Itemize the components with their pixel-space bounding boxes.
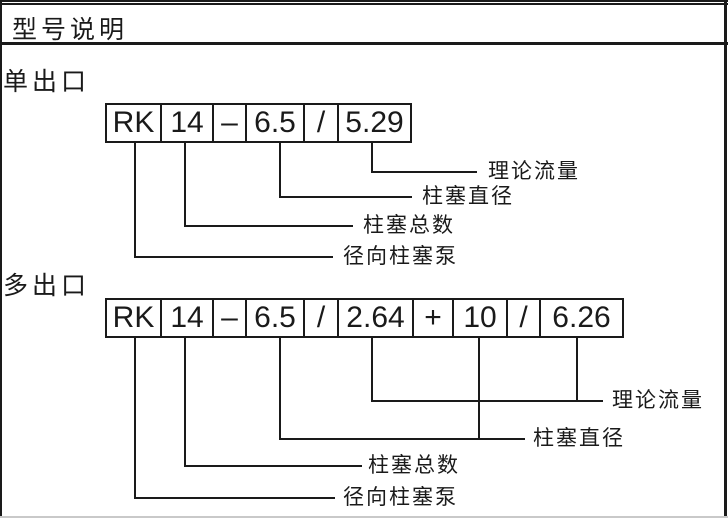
- right-border-line: [724, 0, 727, 517]
- model-code-row-single: RK 14 – 6.5 / 5.29: [105, 103, 412, 143]
- label-theoretical-flow: 理论流量: [488, 160, 580, 183]
- leader-line: [279, 438, 525, 440]
- code-cell-count: 14: [160, 103, 214, 143]
- leader-line: [478, 336, 480, 440]
- code-cell-slash: /: [506, 298, 541, 338]
- label-theoretical-flow: 理论流量: [612, 389, 704, 412]
- left-border-line: [0, 0, 2, 517]
- leader-line: [279, 336, 281, 440]
- leader-line: [184, 465, 362, 467]
- page-title: 型号说明: [12, 16, 129, 44]
- leader-line: [184, 336, 186, 467]
- code-cell-flow-2: 6.26: [539, 298, 624, 338]
- leader-line: [134, 336, 136, 499]
- label-plunger-count: 柱塞总数: [368, 454, 460, 477]
- code-cell-count: 14: [160, 298, 214, 338]
- model-code-row-multi: RK 14 – 6.5 / 2.64 + 10 / 6.26: [105, 298, 624, 338]
- label-plunger-count: 柱塞总数: [363, 214, 455, 237]
- code-cell-slash: /: [303, 298, 339, 338]
- leader-line: [371, 336, 373, 402]
- code-cell-diameter-2: 10: [452, 298, 508, 338]
- label-radial-plunger-pump: 径向柱塞泵: [343, 486, 458, 509]
- code-cell-flow: 5.29: [337, 103, 412, 143]
- title-bar-divider: [0, 42, 728, 45]
- code-cell-series: RK: [105, 103, 162, 143]
- leader-line: [371, 400, 603, 402]
- label-plunger-diameter: 柱塞直径: [533, 427, 625, 450]
- code-cell-flow-1: 2.64: [337, 298, 414, 338]
- leader-line: [184, 141, 186, 227]
- code-cell-dash: –: [212, 298, 247, 338]
- leader-line: [134, 497, 335, 499]
- code-cell-series: RK: [105, 298, 162, 338]
- top-border-line-outer: [0, 0, 728, 2]
- code-cell-plus: +: [412, 298, 454, 338]
- leader-line: [371, 171, 477, 173]
- leader-line: [279, 141, 281, 198]
- section-heading-single-outlet: 单出口: [3, 68, 91, 96]
- bottom-edge-strip: [0, 516, 728, 518]
- label-plunger-diameter: 柱塞直径: [422, 185, 514, 208]
- leader-line: [371, 141, 373, 173]
- leader-line: [576, 336, 578, 402]
- leader-line: [184, 225, 353, 227]
- code-cell-diameter-1: 6.5: [245, 298, 305, 338]
- label-radial-plunger-pump: 径向柱塞泵: [343, 245, 458, 268]
- top-border-line-inner: [0, 3, 728, 5]
- code-cell-dash: –: [212, 103, 247, 143]
- section-heading-multi-outlet: 多出口: [3, 272, 91, 300]
- code-cell-slash: /: [303, 103, 339, 143]
- code-cell-diameter: 6.5: [245, 103, 305, 143]
- leader-line: [134, 256, 333, 258]
- leader-line: [279, 196, 412, 198]
- leader-line: [134, 141, 136, 258]
